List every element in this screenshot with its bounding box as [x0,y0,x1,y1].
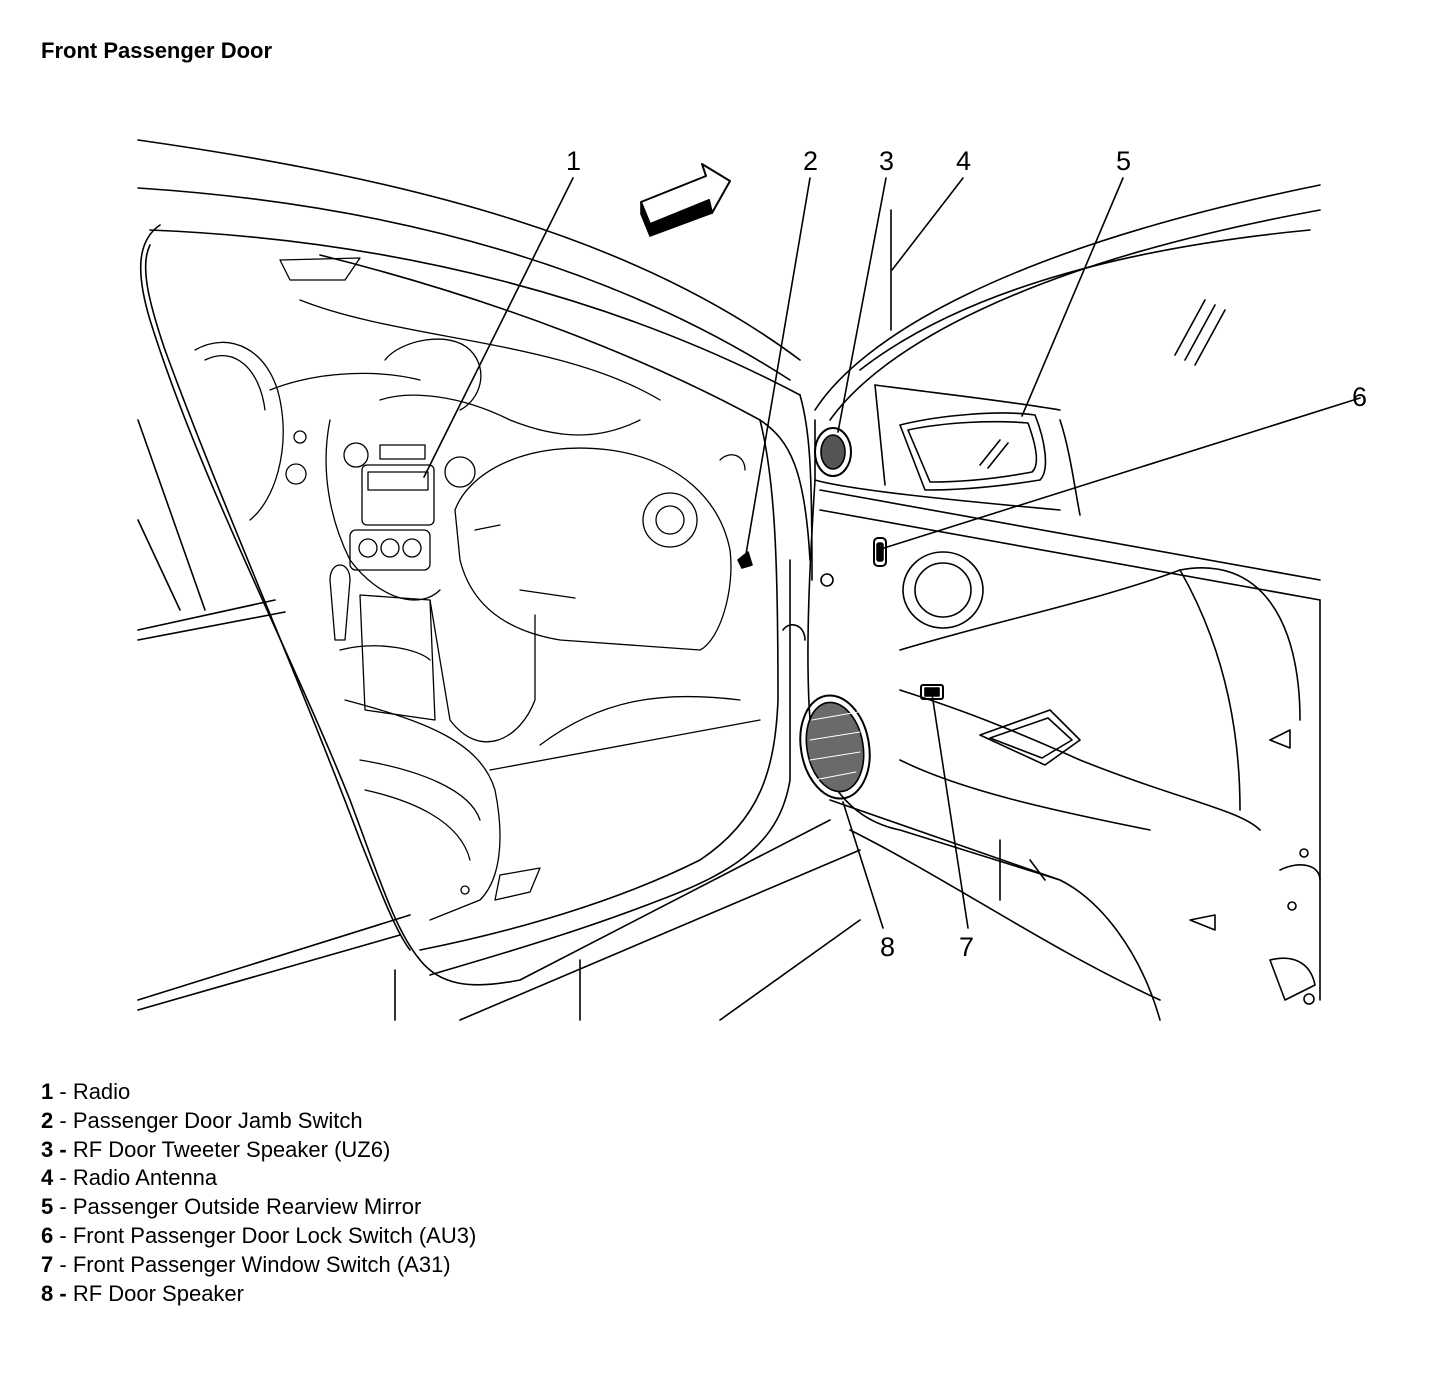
legend-separator: - [53,1079,73,1104]
legend-separator: - [53,1165,73,1191]
legend-separator: - [53,1222,73,1248]
legend-label: RF Door Tweeter Speaker (UZ6) [72,1136,391,1162]
callout-2: 2 [803,146,818,176]
legend-label: Passenger Outside Rearview Mirror [72,1194,422,1220]
legend-number: 5 [41,1194,54,1220]
legend-number: 6 [41,1222,54,1248]
open-door [782,184,1321,1021]
legend-label: Front Passenger Window Switch (A31) [72,1251,451,1277]
callout-8: 8 [880,932,895,962]
legend-item: 2 - Passenger Door Jamb Switch [41,1107,476,1136]
legend-number: 4 [41,1165,54,1191]
outside-mirror [899,412,1047,491]
door-lock-switch-icon [873,537,887,567]
callout-1: 1 [566,146,581,176]
legend-separator: - [53,1107,73,1133]
legend-item: 6 - Front Passenger Door Lock Switch (AU… [41,1222,476,1251]
callout-7: 7 [959,932,974,962]
legend-label: Radio [72,1079,131,1104]
callout-6: 6 [1352,382,1367,412]
door-speaker-icon [799,694,871,800]
tweeter-speaker-icon [814,427,852,477]
direction-arrow-icon [640,163,731,237]
legend-number: 7 [41,1251,54,1277]
legend-label: RF Door Speaker [72,1280,244,1306]
callout-3: 3 [879,146,894,176]
legend-number: 8 - [41,1280,67,1306]
legend-item: 7 - Front Passenger Window Switch (A31) [41,1251,476,1280]
legend-separator: - [53,1251,73,1277]
legend-number: 3 - [41,1136,67,1162]
legend-label: Passenger Door Jamb Switch [72,1107,363,1133]
legend-number: 1 [41,1079,54,1104]
legend-item: 4 - Radio Antenna [41,1164,476,1193]
legend-number: 2 [41,1107,54,1133]
legend: 1 - Radio 2 - Passenger Door Jamb Switch… [41,1078,476,1308]
callout-leaders [423,177,1361,929]
callout-4: 4 [956,146,971,176]
legend-item: 8 - RF Door Speaker [41,1280,476,1309]
callout-5: 5 [1116,146,1131,176]
legend-label: Front Passenger Door Lock Switch (AU3) [72,1222,477,1248]
legend-item: 5 - Passenger Outside Rearview Mirror [41,1193,476,1222]
car-body-outline [137,139,861,1021]
legend-separator: - [53,1194,73,1220]
page-title: Front Passenger Door [41,38,273,63]
legend-item: 3 - RF Door Tweeter Speaker (UZ6) [41,1136,476,1165]
interior-dashboard [194,257,761,921]
legend-item: 1 - Radio [41,1078,476,1107]
legend-label: Radio Antenna [72,1165,218,1191]
callout-numbers: 1 2 3 4 5 6 7 8 [566,146,1367,962]
